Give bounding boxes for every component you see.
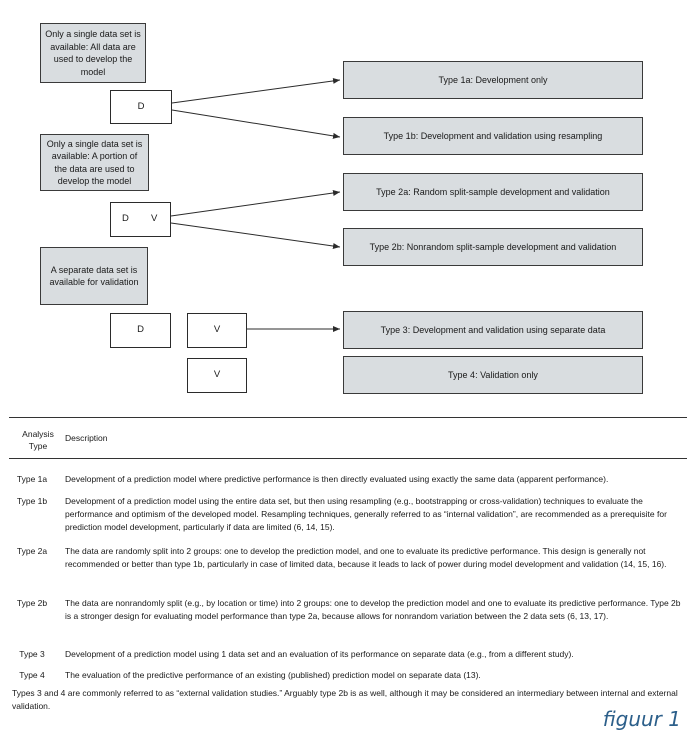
data-label-d: D <box>122 213 129 225</box>
row-description: Development of a prediction model using … <box>65 649 574 659</box>
row-type: Type 3 <box>19 649 45 659</box>
row-type: Type 2a <box>16 546 48 556</box>
table-footnote: Types 3 and 4 are commonly referred to a… <box>12 688 678 711</box>
table-header-rule <box>9 458 687 459</box>
type-2a-box: Type 2a: Random split-sample development… <box>343 173 643 211</box>
row-type: Type 4 <box>19 670 45 680</box>
type-1a-box: Type 1a: Development only <box>343 61 643 99</box>
arrow-dv-to-type2a <box>170 190 341 217</box>
row-type: Type 1b <box>16 496 48 506</box>
row-description: The data are nonrandomly split (e.g., by… <box>65 598 681 621</box>
header-description: Description <box>65 433 108 443</box>
note-separate-dataset: A separate data set is available for val… <box>40 247 148 305</box>
data-box-v-1: V <box>187 313 247 348</box>
note-single-dataset-all: Only a single data set is available: All… <box>40 23 146 83</box>
note-single-dataset-portion: Only a single data set is available: A p… <box>40 134 149 191</box>
data-box-v-2: V <box>187 358 247 393</box>
validation-diagram: Only a single data set is available: All… <box>40 23 643 394</box>
row-description: The data are randomly split into 2 group… <box>65 546 667 569</box>
row-type: Type 1a <box>16 474 48 484</box>
data-box-dv: D V <box>110 202 171 237</box>
type-3-box: Type 3: Development and validation using… <box>343 311 643 349</box>
row-description: Development of a prediction model where … <box>65 474 609 484</box>
table-top-rule <box>9 417 687 418</box>
header-analysis-type: Analysis Type <box>22 429 54 451</box>
row-type: Type 2b <box>16 598 48 608</box>
type-1b-box: Type 1b: Development and validation usin… <box>343 117 643 155</box>
arrow-d-to-type1a <box>171 77 341 104</box>
figure-caption: figuur 1 <box>602 707 681 731</box>
type-2b-box: Type 2b: Nonrandom split-sample developm… <box>343 228 643 266</box>
arrow-dv-to-type2b <box>170 222 341 249</box>
data-box-d-2: D <box>110 313 171 348</box>
row-description: The evaluation of the predictive perform… <box>65 670 481 680</box>
row-description: Development of a prediction model using … <box>65 496 667 532</box>
data-label-v: V <box>151 213 158 225</box>
arrow-d-to-type1b <box>171 109 341 139</box>
type-4-box: Type 4: Validation only <box>343 356 643 394</box>
data-box-d-1: D <box>110 90 172 124</box>
